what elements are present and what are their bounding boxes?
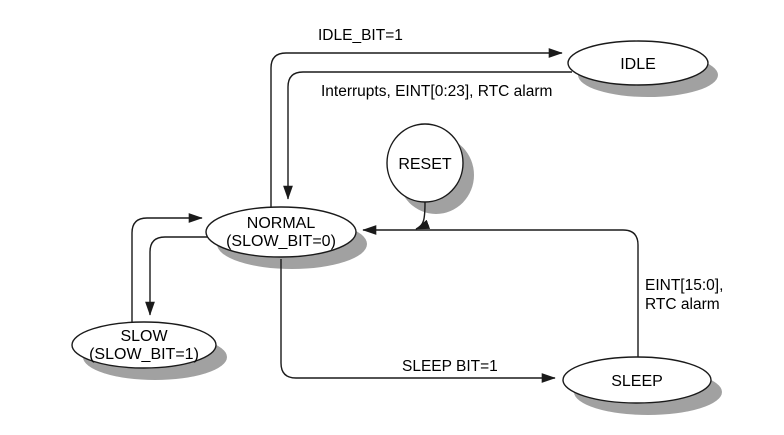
edge-reset-to-normal <box>415 201 431 230</box>
edge-normal-to-slow <box>145 236 209 316</box>
edge-label-sleep-bit: SLEEP BIT=1 <box>402 358 498 375</box>
state-slow: SLOW (SLOW_BIT=1) <box>71 321 217 369</box>
reset-ellipse <box>386 123 464 203</box>
transition-edges <box>131 48 639 383</box>
edge-label-eint-line1: EINT[15:0], <box>645 277 723 294</box>
edge-label-eint-line2: RTC alarm <box>645 296 720 313</box>
edge-normal-to-idle <box>270 48 563 207</box>
state-normal: NORMAL (SLOW_BIT=0) <box>205 206 357 258</box>
slow-ellipse <box>71 321 217 369</box>
sleep-ellipse <box>562 356 712 404</box>
edge-labels: IDLE_BIT=1 Interrupts, EINT[0:23], RTC a… <box>318 27 723 375</box>
normal-sublabel: (SLOW_BIT=0) <box>226 233 336 250</box>
edge-normal-to-sleep <box>280 259 556 383</box>
idle-label: IDLE <box>620 56 656 73</box>
slow-label: SLOW <box>120 328 168 345</box>
normal-ellipse <box>205 206 357 258</box>
state-reset: RESET <box>386 123 464 203</box>
sleep-label: SLEEP <box>611 373 663 390</box>
edge-sleep-to-normal <box>362 225 639 357</box>
edge-slow-to-normal <box>131 213 203 324</box>
slow-sublabel: (SLOW_BIT=1) <box>89 346 199 363</box>
idle-ellipse <box>567 40 709 86</box>
reset-label: RESET <box>398 156 452 173</box>
state-idle: IDLE <box>567 40 709 86</box>
edge-label-idle-bit: IDLE_BIT=1 <box>318 27 403 44</box>
state-sleep: SLEEP <box>562 356 712 404</box>
edge-idle-to-normal <box>283 71 572 200</box>
normal-label: NORMAL <box>247 215 316 232</box>
edge-label-interrupts: Interrupts, EINT[0:23], RTC alarm <box>321 83 552 100</box>
